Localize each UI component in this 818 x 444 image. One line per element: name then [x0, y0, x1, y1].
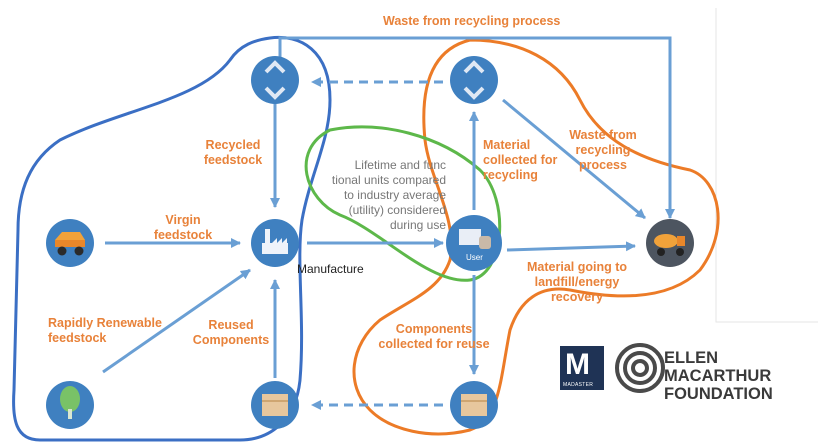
- box-icon: [251, 381, 299, 429]
- emf-logo-icon: [615, 343, 665, 393]
- arrow-recycle-to-landfill: [502, 98, 646, 220]
- arrow-renewable: [102, 268, 251, 374]
- emf-logo-text: ELLEN MACARTHUR FOUNDATION: [664, 349, 773, 403]
- waste-top-line: [278, 36, 675, 219]
- label-material-landfill: Material going to landfill/energy recove…: [527, 260, 627, 304]
- label-waste-recycling-right: Waste from recycling process: [569, 128, 637, 172]
- label-waste-recycling-top: Waste from recycling process: [383, 14, 561, 28]
- label-reused-components: Reused Components: [192, 318, 270, 347]
- madaster-logo-letter: M: [565, 348, 590, 381]
- box-icon: [450, 381, 498, 429]
- factory-icon: [251, 219, 299, 267]
- green-loop: [304, 125, 502, 282]
- tree-icon: [46, 381, 94, 429]
- panel-edge: [715, 8, 818, 323]
- label-virgin-feedstock: Virgin feedstock: [153, 213, 213, 242]
- madaster-logo: M MADASTER: [560, 346, 604, 390]
- madaster-logo-name: MADASTER: [563, 382, 594, 388]
- label-user: User: [466, 253, 483, 262]
- recycle-icon: [450, 56, 498, 104]
- label-rapidly-renewable: Rapidly Renewable feedstock: [48, 316, 162, 345]
- recycle-icon: [251, 56, 299, 104]
- computer-icon: [446, 215, 502, 271]
- label-material-collected: Material collected for recycling: [483, 138, 558, 182]
- label-recycled-feedstock: Recycled feedstock: [203, 138, 263, 167]
- label-manufacture: Manufacture: [297, 262, 364, 276]
- label-components-reuse: Components collected for reuse: [378, 322, 490, 351]
- truck-icon: [46, 219, 94, 267]
- arrow-user-to-landfill: [506, 241, 636, 252]
- lifetime-note: Lifetime and func tional units compared …: [331, 158, 446, 232]
- mixer-truck-icon: [646, 219, 694, 267]
- blue-loop: [12, 35, 332, 442]
